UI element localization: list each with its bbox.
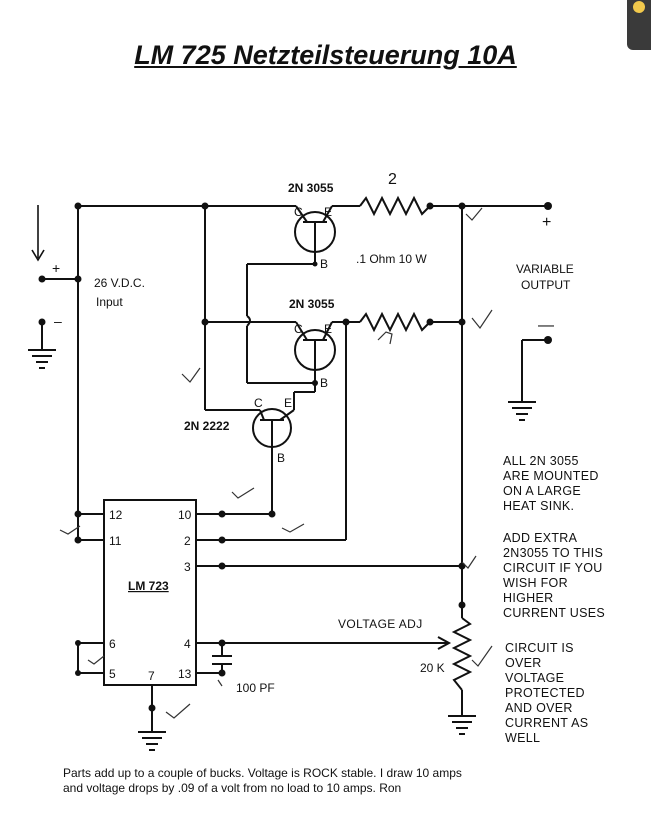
svg-text:HIGHER: HIGHER <box>503 591 553 605</box>
potentiometer <box>437 617 473 691</box>
input-label: Input <box>96 295 123 309</box>
footer-line-1: Parts add up to a couple of bucks. Volta… <box>63 766 462 780</box>
ground-icon <box>508 401 536 421</box>
pot-label: 20 K <box>420 661 445 675</box>
ic-pin-11: 11 <box>109 534 122 548</box>
wires <box>41 205 548 732</box>
corner-widget[interactable] <box>627 0 651 50</box>
footer-line-2: and voltage drops by .09 of a volt from … <box>63 781 402 795</box>
ground-icon <box>28 349 56 369</box>
ic-pin-3: 3 <box>184 560 191 574</box>
capacitor <box>212 655 232 665</box>
junction-dots <box>38 202 552 712</box>
capacitor-label: 100 PF <box>236 681 275 695</box>
q3-pin-b: B <box>277 451 285 465</box>
ic-pin-10: 10 <box>178 508 192 522</box>
ic-pin-2: 2 <box>184 534 191 548</box>
input-voltage: 26 V.D.C. <box>94 276 145 290</box>
output-minus: — <box>538 317 554 334</box>
svg-text:CURRENT AS: CURRENT AS <box>505 716 588 730</box>
svg-text:ON A LARGE: ON A LARGE <box>503 484 581 498</box>
output-line1: VARIABLE <box>516 262 574 276</box>
transistor-q2 <box>294 321 336 372</box>
diagram-title: LM 725 Netzteilsteuerung 10A <box>134 40 517 70</box>
ground-icon <box>138 731 166 751</box>
q2-pin-c: C <box>294 322 303 336</box>
note-extra: ADD EXTRA 2N3055 TO THIS CIRCUIT IF YOU … <box>503 531 605 620</box>
ic-lm723 <box>103 499 197 686</box>
voltage-adj-label: VOLTAGE ADJ <box>338 617 423 631</box>
svg-text:PROTECTED: PROTECTED <box>505 686 585 700</box>
output-plus: + <box>542 214 551 231</box>
q2-pin-e: E <box>324 322 332 336</box>
check-mark-icon <box>59 207 493 719</box>
q1-label: 2N 3055 <box>288 181 334 195</box>
q2-label: 2N 3055 <box>289 297 335 311</box>
lightbulb-icon <box>633 1 645 13</box>
handwritten-mark <box>377 331 393 345</box>
svg-text:VOLTAGE: VOLTAGE <box>505 671 564 685</box>
ic-pin-4: 4 <box>184 637 191 651</box>
ic-pin-5: 5 <box>109 667 116 681</box>
transistor-q3 <box>252 408 295 448</box>
input-arrow-icon <box>31 205 45 262</box>
resistor-spec: .1 Ohm 10 W <box>356 252 427 266</box>
input-plus: + <box>52 260 60 276</box>
note-heatsink: ALL 2N 3055 ARE MOUNTED ON A LARGE HEAT … <box>503 454 599 513</box>
q3-pin-e: E <box>284 396 292 410</box>
svg-text:ALL 2N 3055: ALL 2N 3055 <box>503 454 579 468</box>
svg-text:ADD EXTRA: ADD EXTRA <box>503 531 578 545</box>
svg-text:CURRENT USES: CURRENT USES <box>503 606 605 620</box>
q1-pin-b: B <box>320 257 328 271</box>
resistor-r2 <box>359 311 431 333</box>
ic-pin-6: 6 <box>109 637 116 651</box>
q1-pin-c: C <box>294 205 303 219</box>
svg-text:2N3055 TO THIS: 2N3055 TO THIS <box>503 546 603 560</box>
ic-pin-12: 12 <box>109 508 123 522</box>
resistor-r1 <box>359 195 431 217</box>
input-minus: – <box>54 313 62 329</box>
note-protection: CIRCUIT IS OVER VOLTAGE PROTECTED AND OV… <box>505 641 588 745</box>
q3-pin-c: C <box>254 396 263 410</box>
q3-label: 2N 2222 <box>184 419 230 433</box>
svg-text:OVER: OVER <box>505 656 542 670</box>
q2-pin-b: B <box>320 376 328 390</box>
ground-icon <box>448 715 476 735</box>
ic-pin-7: 7 <box>148 669 155 683</box>
r1-mark: 2 <box>388 171 397 188</box>
q1-pin-e: E <box>324 205 332 219</box>
ic-pin-13: 13 <box>178 667 192 681</box>
output-line2: OUTPUT <box>521 278 571 292</box>
transistor-q1 <box>294 205 336 255</box>
svg-text:CIRCUIT IF YOU: CIRCUIT IF YOU <box>503 561 603 575</box>
svg-text:HEAT SINK.: HEAT SINK. <box>503 499 574 513</box>
ic-name: LM 723 <box>128 579 169 593</box>
svg-text:WELL: WELL <box>505 731 540 745</box>
svg-text:WISH FOR: WISH FOR <box>503 576 568 590</box>
svg-text:CIRCUIT IS: CIRCUIT IS <box>505 641 574 655</box>
svg-text:AND OVER: AND OVER <box>505 701 573 715</box>
svg-text:ARE MOUNTED: ARE MOUNTED <box>503 469 599 483</box>
footer-note: Parts add up to a couple of bucks. Volta… <box>63 766 623 796</box>
